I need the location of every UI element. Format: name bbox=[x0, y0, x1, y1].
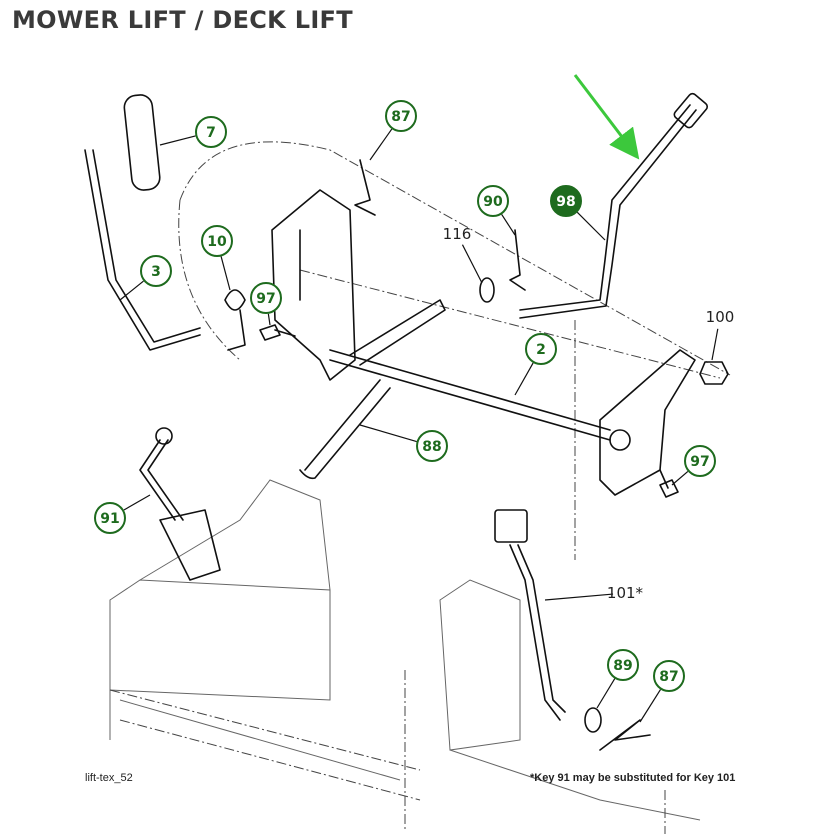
callout-label: 98 bbox=[556, 194, 575, 210]
callout-2: 2 bbox=[514, 333, 557, 396]
callout-91: 91 bbox=[94, 494, 151, 534]
bracket bbox=[271, 189, 356, 381]
callout-label: 89 bbox=[613, 658, 632, 674]
callout-label: 97 bbox=[690, 454, 709, 470]
spring-hook bbox=[349, 299, 446, 366]
callout-89: 89 bbox=[596, 649, 639, 709]
part-116-washer bbox=[479, 277, 495, 303]
part-91-link bbox=[139, 439, 184, 521]
callout-circle bbox=[550, 185, 582, 217]
callout-label: 2 bbox=[536, 342, 546, 358]
leader-line bbox=[501, 214, 516, 236]
callout-circle bbox=[607, 649, 639, 681]
callout-88: 88 bbox=[359, 424, 448, 462]
rod-fitting bbox=[673, 92, 708, 129]
part-87-clip-lower bbox=[599, 719, 651, 751]
callouts: 7 87 90 98 116 10 3 97 100 2 88 97 91 101* 89 87 bbox=[94, 100, 735, 723]
callout-100: 100 bbox=[706, 308, 735, 361]
callout-10: 10 bbox=[201, 225, 233, 291]
callout-circle bbox=[416, 430, 448, 462]
leader-line bbox=[639, 689, 661, 723]
part-89-washer bbox=[584, 707, 602, 733]
part-2-rockshaft bbox=[329, 349, 611, 441]
callout-label: 100 bbox=[706, 308, 735, 326]
callout-label: 7 bbox=[206, 125, 216, 141]
part-97-bolt-right bbox=[659, 469, 679, 498]
callout-label: 88 bbox=[422, 439, 441, 455]
footnote: *Key 91 may be substituted for Key 101 bbox=[530, 772, 736, 784]
shaft-end bbox=[609, 429, 631, 451]
callout-label: 97 bbox=[256, 291, 275, 307]
leader-line bbox=[159, 135, 196, 146]
leader-line bbox=[220, 256, 231, 291]
figure-id: lift-tex_52 bbox=[85, 772, 133, 784]
callout-3: 3 bbox=[119, 255, 172, 301]
callout-circle bbox=[195, 116, 227, 148]
part-3-lift-handle bbox=[84, 149, 201, 351]
callout-90: 90 bbox=[477, 185, 516, 236]
callout-97: 97 bbox=[250, 282, 282, 326]
page-title: MOWER LIFT / DECK LIFT bbox=[12, 6, 353, 34]
callout-circle bbox=[140, 255, 172, 287]
callout-circle bbox=[201, 225, 233, 257]
lift-arm-right bbox=[599, 349, 696, 496]
part-90-clip bbox=[509, 229, 526, 291]
part-10-spring bbox=[224, 289, 246, 351]
callout-label: 87 bbox=[391, 109, 410, 125]
callout-circle bbox=[525, 333, 557, 365]
callout-label: 10 bbox=[207, 234, 227, 250]
callout-label: 101* bbox=[607, 584, 644, 602]
part-88-spring bbox=[299, 379, 391, 480]
part-87-clip bbox=[354, 159, 376, 216]
leader-line bbox=[711, 328, 719, 361]
callout-circle bbox=[477, 185, 509, 217]
part-97-bolt bbox=[259, 324, 296, 341]
deck-outline bbox=[109, 141, 731, 834]
leader-line bbox=[544, 593, 614, 601]
callout-97: 97 bbox=[671, 445, 716, 486]
leader-line bbox=[461, 244, 483, 284]
part-100-nut bbox=[699, 361, 729, 385]
callout-circle bbox=[653, 660, 685, 692]
callout-label: 90 bbox=[483, 194, 503, 210]
part-98-rod bbox=[519, 104, 697, 319]
callout-circle bbox=[94, 502, 126, 534]
part-101-link bbox=[509, 544, 566, 721]
leader-line bbox=[514, 362, 534, 396]
highlight-arrow bbox=[573, 74, 640, 160]
callout-87: 87 bbox=[639, 660, 685, 723]
callout-label: 91 bbox=[100, 511, 119, 527]
callout-116: 116 bbox=[443, 225, 483, 284]
leader-line bbox=[123, 494, 151, 511]
callout-label: 87 bbox=[659, 669, 678, 685]
callout-7: 7 bbox=[159, 116, 227, 148]
callout-circle bbox=[385, 100, 417, 132]
leader-line bbox=[119, 280, 144, 301]
callout-101: 101* bbox=[544, 584, 644, 602]
leader-line bbox=[596, 678, 616, 709]
callout-87: 87 bbox=[369, 100, 417, 161]
link-bracket bbox=[159, 509, 221, 581]
callout-label: 116 bbox=[443, 225, 472, 243]
callout-98: 98 bbox=[550, 185, 606, 241]
part-101-block bbox=[494, 509, 528, 543]
callout-label: 3 bbox=[151, 264, 161, 280]
leader-line bbox=[576, 211, 606, 241]
callout-circle bbox=[250, 282, 282, 314]
part-7-grip bbox=[123, 94, 161, 191]
leader-line bbox=[359, 424, 417, 443]
leader-line bbox=[369, 128, 393, 161]
leader-line bbox=[267, 313, 271, 326]
leader-line bbox=[671, 470, 689, 486]
callout-circle bbox=[684, 445, 716, 477]
